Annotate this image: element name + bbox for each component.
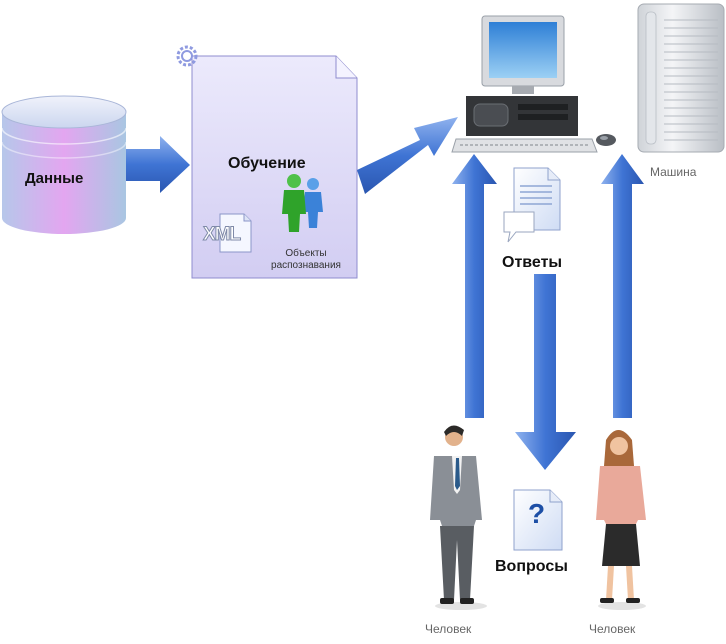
xml-badge: XML bbox=[202, 224, 241, 246]
answers-label: Ответы bbox=[502, 254, 563, 271]
objects-label: Объекты распознавания bbox=[271, 248, 341, 271]
arrow-training-to-computer bbox=[357, 117, 458, 194]
arrow-answers-to-questions bbox=[515, 274, 576, 470]
data-label: Данные bbox=[25, 170, 84, 187]
question-document-icon bbox=[513, 489, 563, 551]
machine-label: Машина bbox=[650, 165, 697, 179]
human-right-label: Человек bbox=[589, 622, 636, 636]
chat-document-icon bbox=[503, 167, 561, 243]
gear-icon bbox=[176, 45, 198, 67]
users-icon bbox=[282, 174, 323, 232]
arrow-data-to-training bbox=[126, 136, 190, 193]
database-icon bbox=[1, 95, 127, 234]
arrow-human-left-to-computer bbox=[452, 154, 497, 418]
xml-file-icon bbox=[219, 213, 252, 253]
human-left-label: Человек bbox=[425, 622, 472, 636]
man-icon bbox=[430, 425, 487, 610]
training-label: Обучение bbox=[228, 155, 306, 172]
computer-icon bbox=[451, 15, 598, 153]
server-tower-icon bbox=[637, 3, 725, 153]
woman-icon bbox=[596, 430, 646, 610]
mouse-icon bbox=[596, 134, 616, 146]
questions-label: Вопросы bbox=[495, 558, 568, 575]
question-mark: ? bbox=[528, 498, 546, 529]
arrow-human-right-to-machine bbox=[601, 154, 644, 418]
